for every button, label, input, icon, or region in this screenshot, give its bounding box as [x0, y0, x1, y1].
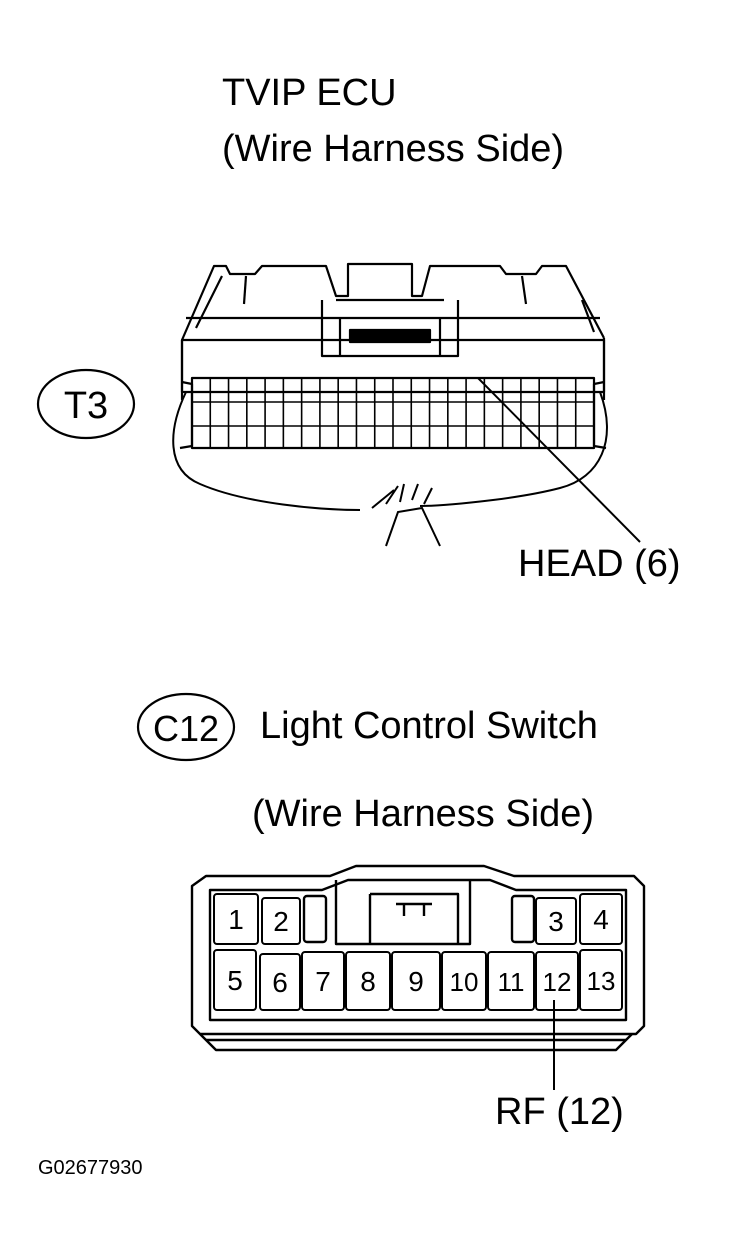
switch-pin-9: 9 [391, 951, 441, 1011]
switch-pin-13: 13 [579, 949, 623, 1011]
figure-code: G02677930 [38, 1157, 143, 1179]
ecu-subtitle: (Wire Harness Side) [222, 128, 565, 170]
ecu-terminal-grid [192, 378, 594, 448]
switch-pin-2: 2 [261, 897, 301, 945]
switch-pin-label: 4 [593, 904, 609, 935]
switch-connector [190, 864, 646, 1052]
t3-label: T3 [64, 385, 108, 427]
switch-pin-10: 10 [441, 951, 487, 1011]
switch-pin-label: 1 [228, 904, 244, 935]
switch-pin-7: 7 [301, 951, 345, 1011]
switch-pin-label: 3 [548, 906, 564, 937]
switch-pin-8: 8 [345, 951, 391, 1011]
switch-pin-label: 5 [227, 965, 243, 996]
head-leader-line [477, 377, 641, 543]
c12-connector-badge: C12 [136, 692, 236, 762]
switch-pin-5: 5 [213, 949, 257, 1011]
switch-pin-12: 12 [535, 951, 579, 1011]
switch-subtitle: (Wire Harness Side) [252, 793, 595, 835]
t3-connector-badge: T3 [36, 368, 136, 440]
head-terminal-label: HEAD (6) [518, 543, 681, 585]
rf-terminal-label: RF (12) [495, 1091, 624, 1133]
switch-pin-3: 3 [535, 897, 577, 945]
switch-pin-1: 1 [213, 893, 259, 945]
switch-pin-label: 10 [450, 967, 479, 997]
switch-title: Light Control Switch [260, 705, 598, 747]
switch-pin-11: 11 [487, 951, 535, 1011]
ecu-title: TVIP ECU [222, 72, 397, 114]
switch-pin-label: 13 [587, 966, 616, 996]
ecu-connector [179, 262, 607, 450]
switch-pin-label: 12 [543, 967, 572, 997]
switch-pin-label: 8 [360, 966, 376, 997]
switch-pin-label: 7 [315, 966, 331, 997]
switch-pin-label: 9 [408, 966, 424, 997]
c12-label: C12 [153, 708, 219, 749]
switch-pin-label: 2 [273, 906, 289, 937]
ecu-wire-harness [172, 391, 608, 547]
switch-pin-6: 6 [259, 953, 301, 1011]
switch-pin-label: 6 [272, 967, 288, 998]
switch-pin-label: 11 [498, 967, 525, 997]
switch-pin-4: 4 [579, 893, 623, 945]
